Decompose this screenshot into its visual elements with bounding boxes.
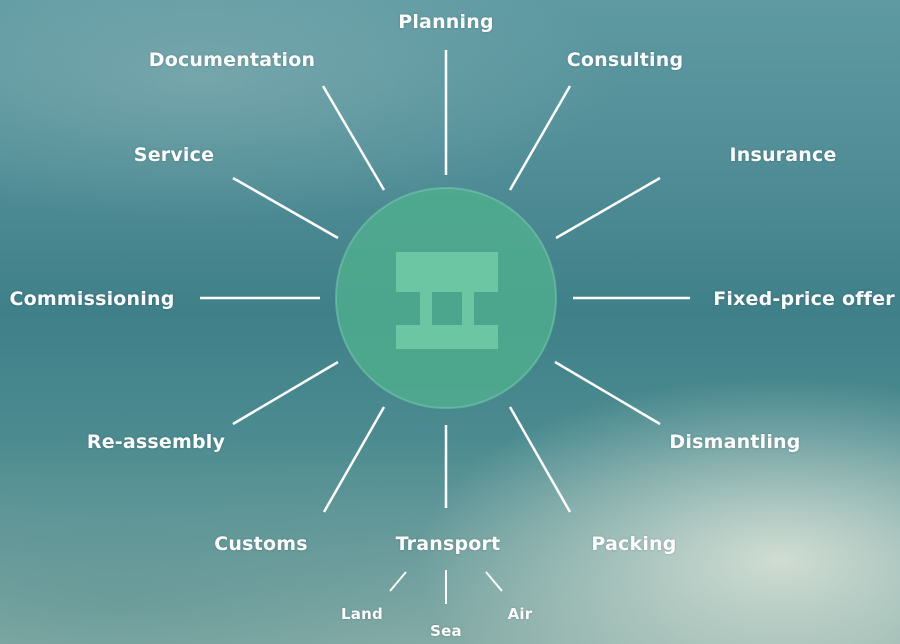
label-air: Air xyxy=(507,605,533,623)
label-insurance: Insurance xyxy=(729,144,837,166)
transport-mode-lines xyxy=(389,570,503,604)
label-customs: Customs xyxy=(214,533,308,555)
label-transport: Transport xyxy=(395,533,501,555)
spoke-packing xyxy=(508,406,572,513)
label-fixed-price-offer: Fixed-price offer xyxy=(713,288,895,310)
label-consulting: Consulting xyxy=(566,49,684,71)
spoke-insurance xyxy=(555,176,661,240)
label-re-assembly: Re-assembly xyxy=(86,431,226,453)
spoke-documentation xyxy=(321,85,386,191)
spoke-re-assembly xyxy=(232,360,339,426)
spoke-service xyxy=(232,176,339,240)
spoke-dismantling xyxy=(554,360,661,426)
label-planning: Planning xyxy=(398,11,494,33)
label-dismantling: Dismantling xyxy=(669,431,801,453)
label-land: Land xyxy=(341,605,383,623)
center-circle xyxy=(335,187,557,409)
label-documentation: Documentation xyxy=(148,49,316,71)
label-packing: Packing xyxy=(591,533,677,555)
logo-icon xyxy=(396,252,498,349)
spoke-lines xyxy=(200,50,690,513)
spoke-consulting xyxy=(508,85,572,191)
spoke-customs xyxy=(322,406,386,513)
spoke-land xyxy=(389,571,407,592)
spoke-air xyxy=(485,571,503,592)
label-service: Service xyxy=(133,144,215,166)
label-sea: Sea xyxy=(430,622,462,640)
label-commissioning: Commissioning xyxy=(9,288,175,310)
